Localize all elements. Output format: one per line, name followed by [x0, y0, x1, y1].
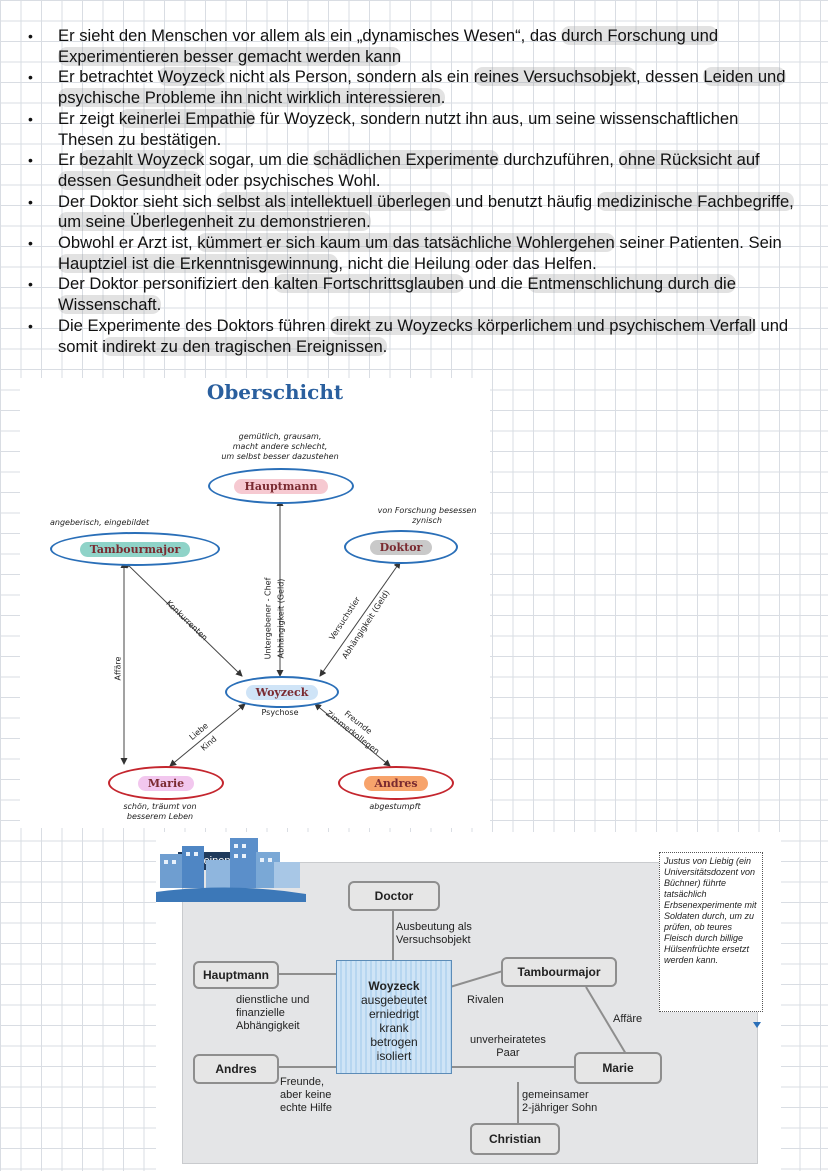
note-andres: abgestumpft [369, 802, 421, 811]
highlighted-text: Hauptziel ist die Erkenntnisgewinnung [58, 253, 339, 273]
label-untergebener: Untergebener - Chef [263, 577, 273, 660]
bullet-text: und benutzt häufig [450, 191, 597, 211]
bullet-text: Die Experimente des Doktors führen [58, 315, 331, 335]
node-woyzeck: Woyzeck [225, 676, 339, 708]
overview-connectors [276, 909, 627, 1130]
box-andres: Andres [193, 1054, 279, 1084]
sidenote-pointer-icon [753, 1022, 761, 1028]
highlighted-text: direkt zu Woyzecks körperlichem und psyc… [330, 315, 756, 335]
box-christian: Christian [470, 1123, 560, 1155]
bullet-text: Der Doktor personifiziert den [58, 274, 274, 294]
diagram-title: Oberschicht [206, 380, 344, 404]
edge-woyzeck-marie [169, 703, 246, 767]
node-marie: Marie [108, 766, 224, 800]
bullet-item: • Der Doktor personifiziert den kalten Fo… [0, 274, 828, 315]
edge-doktor-woyzeck [319, 561, 401, 677]
bullet-text: und somit [58, 315, 789, 356]
bullet-text: Der Doktor sieht sich [58, 191, 217, 211]
sidenote-liebig: Justus von Liebig (ein Universitätsdozen… [659, 852, 763, 1012]
label-ausbeutung: Ausbeutung als Versuchsobjekt [396, 921, 472, 946]
highlighted-text: kümmert er sich kaum um das tatsächliche… [197, 233, 615, 253]
highlighted-text: reines Versuchsobjekt [473, 67, 637, 87]
highlighted-text: indirekt zu den tragischen Ereignissen. [102, 336, 388, 356]
highlighted-text: Woyzeck [157, 67, 225, 87]
node-andres: Andres [338, 766, 454, 800]
label-sohn: gemeinsamer 2-jähriger Sohn [522, 1089, 598, 1114]
bullet-dot: • [28, 276, 33, 293]
bullet-text: seiner Patienten. Sein [614, 233, 782, 253]
box-marie: Marie [574, 1052, 662, 1084]
bullet-text: Er [58, 150, 80, 170]
highlighted-text: selbst als intellektuell überlegen [216, 191, 451, 211]
bullet-text: nicht als Person, sondern als ein [224, 67, 474, 87]
highlighted-text: bezahlt Woyzeck [79, 150, 205, 170]
label-affaere: Affäre [613, 1013, 643, 1025]
edge-tambourmajor-woyzeck [124, 561, 243, 677]
edge-woyzeck-andres [314, 703, 391, 767]
box-woyzeck: Woyzeck ausgebeutet erniedrigt krank bet… [336, 960, 452, 1074]
bullet-dot: • [28, 152, 33, 169]
note-woyzeck: Psychose [261, 708, 299, 717]
bullet-text: , dessen [636, 67, 704, 87]
bullet-dot: • [28, 110, 33, 127]
note-hauptmann: gemütlich, grausam, macht andere schlech… [221, 432, 339, 461]
character-diagram: Oberschicht gemütlich, grausam, macht an… [20, 378, 490, 828]
bullet-item: • Er betrachtet Woyzeck nicht als Person,… [0, 67, 828, 108]
box-doctor: Doctor [348, 881, 440, 911]
bullet-item: • Er sieht den Menschen vor allem als ein… [0, 26, 828, 67]
bullet-text: Er sieht den Menschen vor allem als ein … [58, 26, 562, 45]
bullet-item: • Er zeigt keinerlei Empathie für Woyzeck… [0, 108, 828, 150]
box-tambourmajor: Tambourmajor [501, 957, 617, 987]
label-rivalen: Rivalen [467, 994, 504, 1006]
bullet-text: Obwohl er Arzt ist, [58, 233, 198, 253]
overview-diagram: Auf einen Blick Doctor Hauptmann Tambour… [156, 832, 781, 1171]
bullet-item: • Er bezahlt Woyzeck sogar, um die schädl… [0, 150, 828, 191]
bullet-text: Er zeigt [58, 108, 119, 128]
bullet-dot: • [28, 317, 33, 334]
highlighted-text: kalten Fortschrittsglauben [273, 274, 464, 294]
node-hauptmann: Hauptmann [208, 468, 354, 504]
node-tambourmajor: Tambourmajor [50, 532, 220, 566]
city-illustration-icon [156, 838, 306, 902]
box-hauptmann: Hauptmann [193, 961, 279, 989]
highlighted-text: keinerlei Empathie [118, 108, 256, 128]
note-tambourmajor: angeberisch, eingebildet [50, 518, 150, 527]
node-doktor: Doktor [344, 530, 458, 564]
bullet-dot: • [28, 235, 33, 252]
bullet-text: sogar, um die [204, 150, 314, 170]
label-abhaengigkeit: Abhängigkeit (Geld) [276, 578, 286, 659]
bullet-text: Er betrachtet [58, 67, 158, 87]
label-freunde: Freunde, aber keine echte Hilfe [280, 1076, 332, 1114]
bullet-text: durchzuführen, [498, 150, 619, 170]
bullet-list: • Er sieht den Menschen vor allem als ein… [0, 26, 828, 357]
note-doktor: von Forschung besessen zynisch [377, 506, 477, 525]
bullet-item: • Die Experimente des Doktors führen dire… [0, 315, 828, 357]
label-affaere: Affäre [113, 656, 123, 681]
bullet-text: oder psychisches Wohl. [201, 170, 381, 190]
bullet-dot: • [28, 69, 33, 86]
note-marie: schön, träumt von besserem Leben [123, 802, 197, 821]
diagram-arrows [120, 499, 401, 767]
bullet-dot: • [28, 28, 33, 44]
bullet-dot: • [28, 193, 33, 210]
bullet-item: • Obwohl er Arzt ist, kümmert er sich kau… [0, 233, 828, 274]
bullet-item: • Der Doktor sieht sich selbst als intell… [0, 191, 828, 233]
label-abhaengigkeit: dienstliche und finanzielle Abhängigkeit [236, 994, 310, 1032]
bullet-text: für Woyzeck, sondern nutzt ihn aus, um s… [58, 108, 739, 149]
bullet-text: und die [463, 274, 528, 294]
label-paar: unverheiratetes Paar [470, 1034, 546, 1059]
bullet-text: , nicht die Heilung oder das Helfen. [338, 253, 597, 273]
highlighted-text: schädlichen Experimente [313, 150, 499, 170]
